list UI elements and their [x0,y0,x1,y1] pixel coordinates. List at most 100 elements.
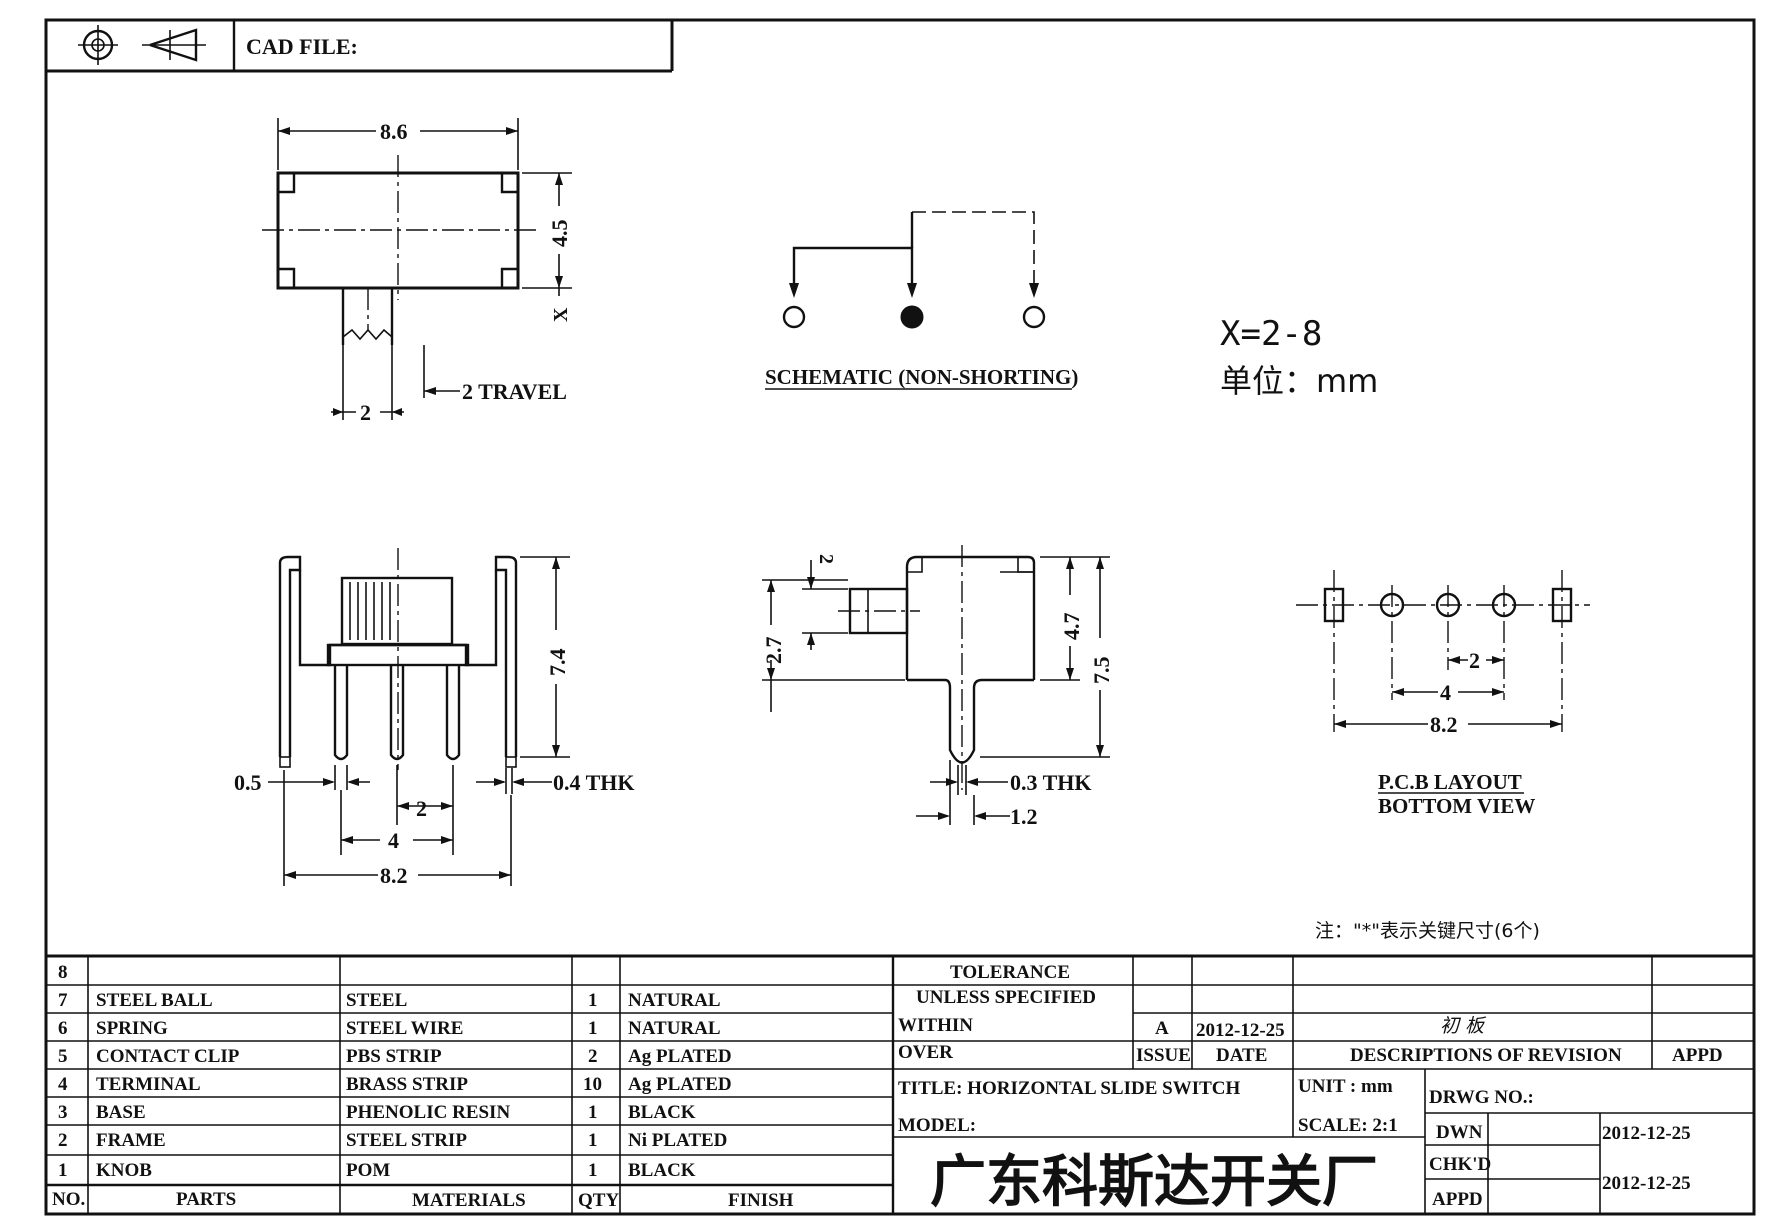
svg-text:FINISH: FINISH [728,1190,794,1211]
svg-text:PBS STRIP: PBS STRIP [346,1046,442,1067]
tolerance-line2: UNLESS SPECIFIED [916,987,1096,1008]
cad-file-label: CAD FILE: [246,34,358,59]
svg-text:BLACK: BLACK [628,1102,696,1123]
bom-row-1: 1 KNOB POM 1 BLACK [58,1160,696,1181]
svg-text:4: 4 [58,1074,68,1095]
title-block [893,956,1754,1216]
svg-text:QTY: QTY [578,1190,619,1211]
dim-top-height: 4.5 [547,220,572,248]
bom-row-8: 8 [58,962,68,983]
svg-text:2: 2 [588,1046,598,1067]
company-name: 广东科斯达开关厂 [930,1150,1378,1215]
svg-text:BRASS STRIP: BRASS STRIP [346,1074,468,1095]
revision-date-value: 2012-12-25 [1196,1020,1285,1041]
bom-row-2: 2 FRAME STEEL STRIP 1 Ni PLATED [58,1130,727,1151]
svg-text:5: 5 [58,1046,68,1067]
appd-row-label: APPD [1432,1189,1483,1210]
svg-text:1: 1 [588,1160,598,1181]
svg-text:MATERIALS: MATERIALS [412,1190,526,1211]
issue-label: ISSUE [1136,1045,1191,1066]
schematic-caption: SCHEMATIC (NON-SHORTING) [765,365,1078,389]
svg-text:8: 8 [58,962,68,983]
tolerance-over: OVER [898,1042,953,1063]
dim-travel-label: 2 TRAVEL [462,379,567,404]
dim-side-body-height: 4.7 [1059,613,1084,641]
cad-file-header: CAD FILE: [46,20,674,73]
svg-text:BLACK: BLACK [628,1160,696,1181]
svg-text:1: 1 [588,990,598,1011]
dim-front-span-inner: 4 [388,828,399,853]
dim-side-total-height: 7.5 [1089,657,1114,685]
dwn-label: DWN [1436,1122,1483,1143]
drawing-title: TITLE: HORIZONTAL SLIDE SWITCH [898,1078,1240,1099]
svg-text:SPRING: SPRING [96,1018,168,1039]
svg-text:STEEL WIRE: STEEL WIRE [346,1018,463,1039]
svg-text:PHENOLIC RESIN: PHENOLIC RESIN [346,1102,510,1123]
svg-text:Ni PLATED: Ni PLATED [628,1130,727,1151]
date-label: DATE [1216,1045,1267,1066]
schematic: SCHEMATIC (NON-SHORTING) [765,211,1078,390]
dim-front-height: 7.4 [545,649,570,677]
dim-pcb-span-inner: 4 [1440,680,1451,705]
dim-front-pitch: 2 [416,796,427,821]
contact-terminal-left [782,305,806,329]
svg-text:6: 6 [58,1018,68,1039]
svg-text:1: 1 [588,1130,598,1151]
cone-projection-icon [142,28,206,62]
contact-terminal-right [1022,305,1046,329]
bom-row-4: 4 TERMINAL BRASS STRIP 10 Ag PLATED [58,1074,732,1095]
top-view: 8.6 4.5 X 2 2 TRAVEL [262,118,572,425]
front-view: 7.4 0.5 0.4 THK 2 4 [234,548,635,888]
dim-pcb-pitch: 2 [1469,648,1480,673]
dim-knob-offset: 2.7 [761,637,786,665]
svg-text:FRAME: FRAME [96,1130,166,1151]
revision-issue-value: A [1155,1018,1169,1039]
dim-side-pin-width: 1.2 [1010,804,1038,829]
pcb-caption-line1: P.C.B LAYOUT [1378,770,1522,794]
crosshair-circle-icon [78,25,118,65]
svg-text:3: 3 [58,1102,68,1123]
svg-text:TERMINAL: TERMINAL [96,1074,201,1095]
svg-text:NATURAL: NATURAL [628,1018,721,1039]
contact-terminal-common [900,305,924,329]
note-key-dimensions: 注："*"表示关键尺寸(6个) [1315,920,1540,942]
svg-text:STEEL: STEEL [346,990,407,1011]
dim-front-span-outer: 8.2 [380,863,408,888]
svg-text:1: 1 [588,1102,598,1123]
tolerance-within: WITHIN [898,1015,973,1036]
svg-text:KNOB: KNOB [96,1160,152,1181]
bom-row-7: 7 STEEL BALL STEEL 1 NATURAL [58,990,721,1011]
descriptions-label: DESCRIPTIONS OF REVISION [1350,1045,1622,1066]
pcb-layout: 2 4 8.2 P.C.B LAYOUT BOTTOM VIEW [1296,570,1590,818]
pcb-caption-line2: BOTTOM VIEW [1378,794,1535,818]
dim-x-label: X [550,307,572,322]
svg-text:NO.: NO. [52,1189,85,1210]
dim-knob-height: 2 [815,554,837,564]
bom-row-5: 5 CONTACT CLIP PBS STRIP 2 Ag PLATED [58,1046,732,1067]
model-label: MODEL: [898,1115,976,1136]
svg-text:10: 10 [583,1074,602,1095]
dim-front-thk: 0.4 THK [553,770,635,795]
dim-side-thk: 0.3 THK [1010,770,1092,795]
side-view: 2 2.7 4.7 7.5 0.3 THK [761,545,1114,829]
bom-header-row: NO. PARTS MATERIALS QTY FINISH [52,1189,794,1211]
bom-row-3: 3 BASE PHENOLIC RESIN 1 BLACK [58,1102,696,1123]
dim-top-width: 8.6 [380,119,408,144]
note-unit: 单位：mm [1220,362,1378,400]
svg-text:NATURAL: NATURAL [628,990,721,1011]
svg-text:POM: POM [346,1160,390,1181]
svg-text:Ag PLATED: Ag PLATED [628,1074,732,1095]
drwg-no-label: DRWG NO.: [1429,1087,1534,1108]
dim-pcb-span-outer: 8.2 [1430,712,1458,737]
appd-label: APPD [1672,1045,1723,1066]
svg-text:STEEL BALL: STEEL BALL [96,990,213,1011]
svg-text:BASE: BASE [96,1102,146,1123]
bom-table [46,954,1754,1214]
svg-text:2: 2 [58,1130,68,1151]
dim-terminal-width: 0.5 [234,770,262,795]
svg-text:1: 1 [58,1160,68,1181]
dim-travel-width: 2 [360,400,371,425]
chkd-label: CHK'D [1429,1154,1491,1175]
svg-text:Ag PLATED: Ag PLATED [628,1046,732,1067]
